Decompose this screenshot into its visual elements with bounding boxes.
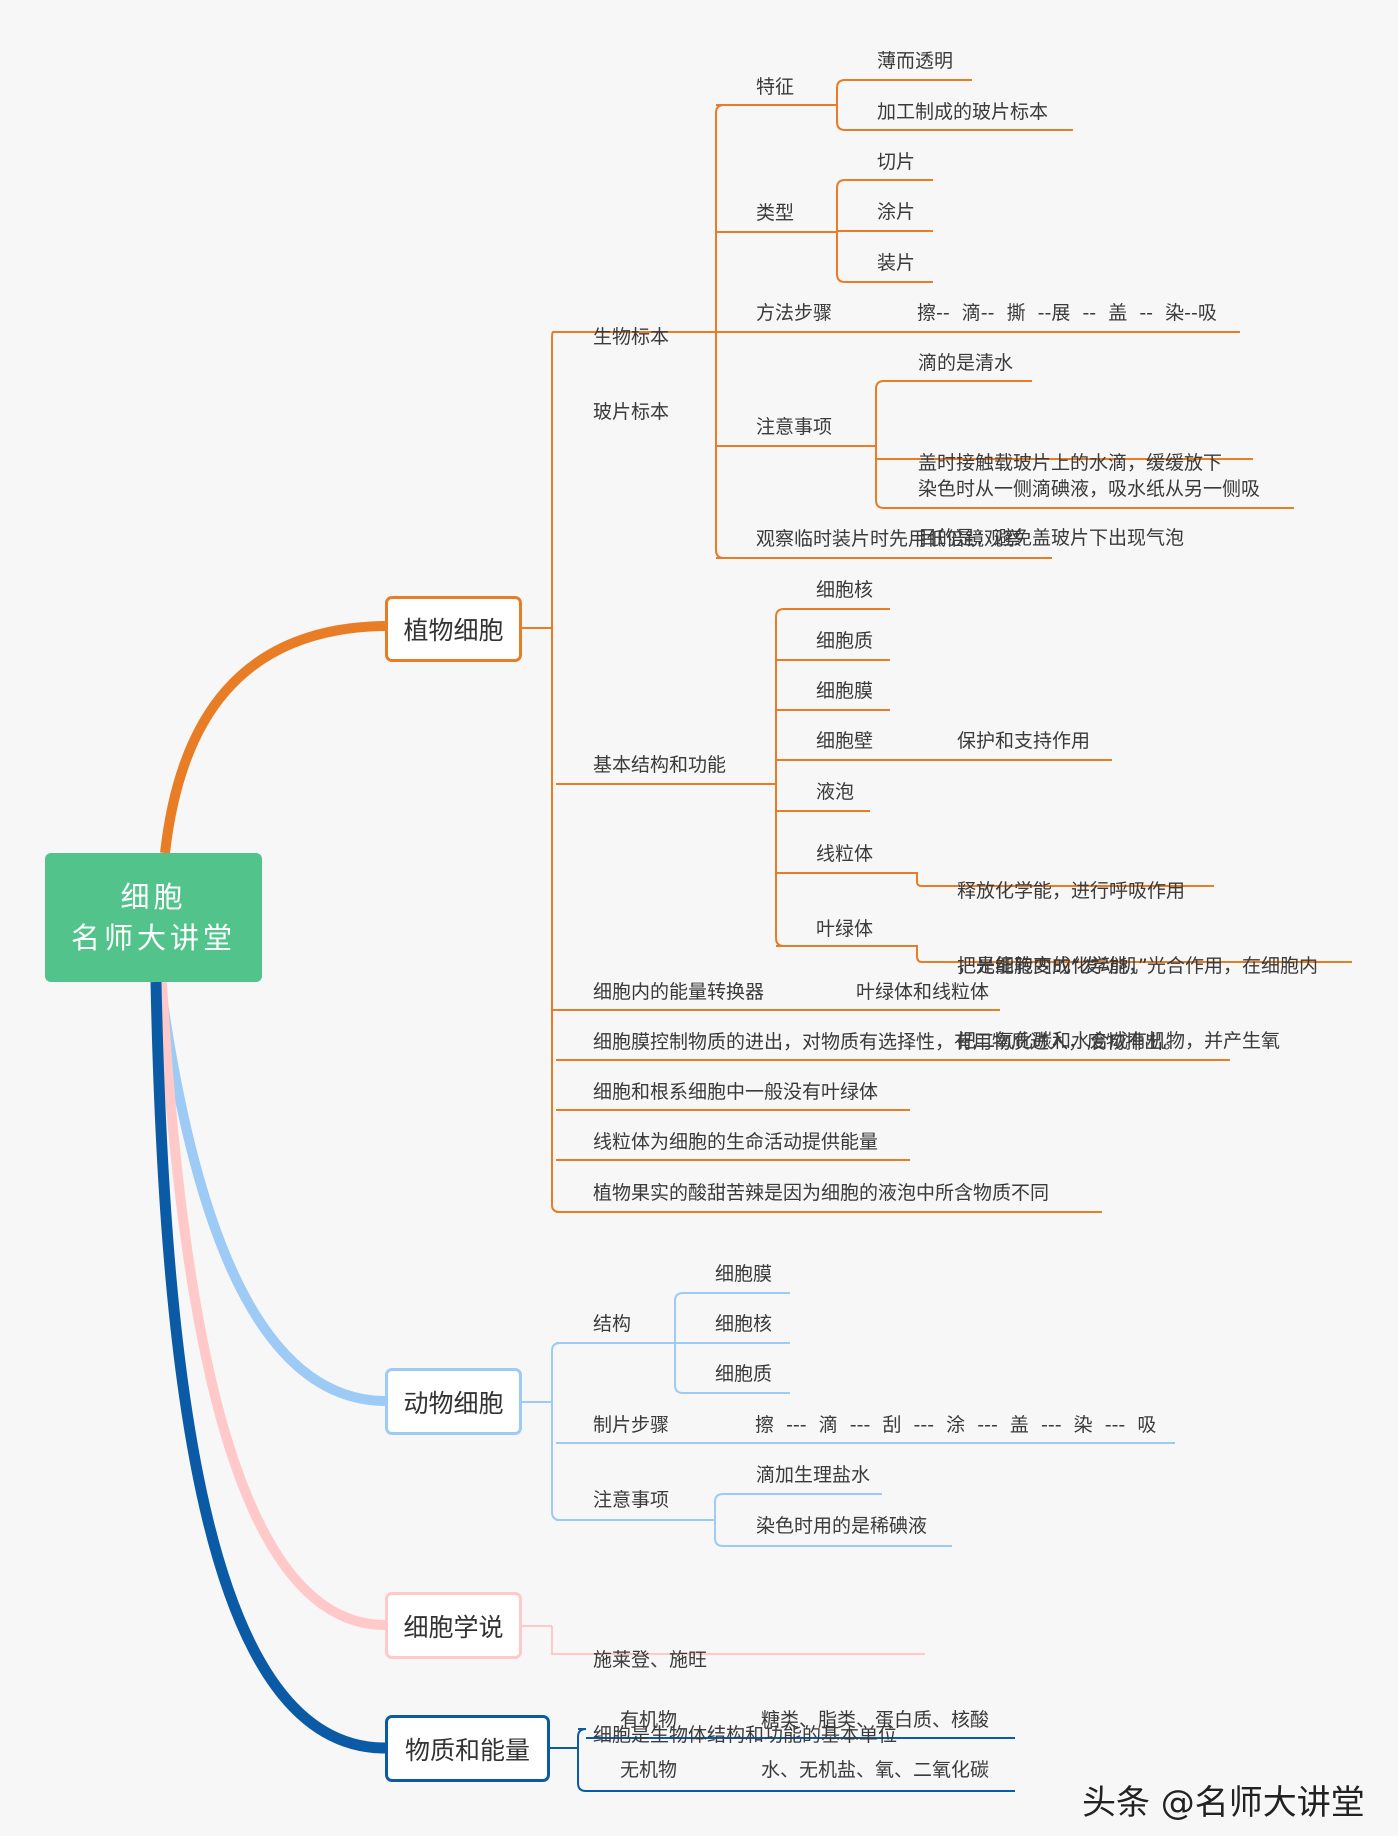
leaf-note-cover[interactable]: 盖时接触载玻片上的水滴，缓缓放下 目的是：避免盖玻片下出现气泡 xyxy=(918,401,1222,576)
mitochondria-desc-line2: ，是细胞内的“发动机” xyxy=(957,955,1148,977)
leaf-type-mount[interactable]: 装片 xyxy=(877,252,916,274)
leaf-structure-cytoplasm[interactable]: 细胞质 xyxy=(816,630,874,652)
matter-inorganic-value[interactable]: 水、无机盐、氧、二氧化碳 xyxy=(761,1759,990,1781)
topic-matter-energy-label: 物质和能量 xyxy=(404,1735,530,1765)
leaf-structure-chloroplast-desc[interactable]: 把光能转变成化学能，光合作用，在细胞内 把二氧化碳和水合成有机物，并产生氧 xyxy=(957,904,1318,1079)
subtopic-structure[interactable]: 基本结构和功能 xyxy=(593,754,727,776)
fact-fruit-taste[interactable]: 植物果实的酸甜苦辣是因为细胞的液泡中所含物质不同 xyxy=(593,1182,1050,1204)
subtopic-energy-converter[interactable]: 细胞内的能量转换器 xyxy=(593,981,765,1003)
chloroplast-desc-line2: 把二氧化碳和水合成有机物，并产生氧 xyxy=(957,1030,1281,1052)
leaf-type-section[interactable]: 切片 xyxy=(877,151,916,173)
topic-plant-cell-label: 植物细胞 xyxy=(403,616,504,645)
leaf-structure-mitochondria[interactable]: 线粒体 xyxy=(816,843,874,865)
subtopic-specimen[interactable]: 生物标本 玻片标本 xyxy=(593,275,669,450)
subtopic-features[interactable]: 特征 xyxy=(756,76,795,98)
watermark: 头条 @名师大讲堂 xyxy=(1082,1783,1365,1823)
topic-plant-cell[interactable]: 植物细胞 xyxy=(385,596,522,662)
central-topic-subtitle: 名师大讲堂 xyxy=(70,920,236,955)
subtopic-observe[interactable]: 观察临时装片时先用低倍镜观察 xyxy=(756,528,1023,550)
subtopic-types[interactable]: 类型 xyxy=(756,202,795,224)
matter-subtopic-inorganic[interactable]: 无机物 xyxy=(620,1759,678,1781)
branch-curve-plant xyxy=(160,621,386,854)
animal-subtopic-steps[interactable]: 制片步骤 xyxy=(593,1414,670,1436)
leaf-type-smear[interactable]: 涂片 xyxy=(877,201,916,223)
animal-leaf-membrane[interactable]: 细胞膜 xyxy=(715,1263,773,1285)
branch-curve-animal xyxy=(155,981,386,1406)
central-topic[interactable]: 细胞 名师大讲堂 xyxy=(45,853,262,982)
fact-mitochondria-energy[interactable]: 线粒体为细胞的生命活动提供能量 xyxy=(593,1131,879,1153)
leaf-structure-membrane[interactable]: 细胞膜 xyxy=(816,680,874,702)
topic-animal-cell[interactable]: 动物细胞 xyxy=(385,1368,522,1435)
chloroplast-desc-line1: 把光能转变成化学能，光合作用，在细胞内 xyxy=(957,955,1319,977)
branch-curve-theory xyxy=(157,981,386,1630)
leaf-note-water[interactable]: 滴的是清水 xyxy=(918,352,1014,374)
subtopic-specimen-line1: 生物标本 xyxy=(593,326,670,348)
theory-statement: 细胞是生物体结构和功能的基本单位 xyxy=(593,1724,898,1746)
theory-content[interactable]: 施莱登、施旺 细胞是生物体结构和功能的基本单位 xyxy=(593,1598,897,1773)
mitochondria-desc-line1: 释放化学能，进行呼吸作用 xyxy=(957,880,1186,902)
matter-subtopic-organic[interactable]: 有机物 xyxy=(620,1709,678,1731)
leaf-structure-mitochondria-desc[interactable]: 释放化学能，进行呼吸作用 ，是细胞内的“发动机” xyxy=(957,829,1185,1004)
leaf-structure-vacuole[interactable]: 液泡 xyxy=(816,781,855,803)
animal-leaf-cytoplasm[interactable]: 细胞质 xyxy=(715,1363,773,1385)
leaf-note-stain[interactable]: 染色时从一侧滴碘液，吸水纸从另一侧吸 xyxy=(918,478,1261,500)
leaf-feature-processed-slide[interactable]: 加工制成的玻片标本 xyxy=(877,101,1049,123)
subtopic-notes[interactable]: 注意事项 xyxy=(756,416,833,438)
leaf-note-cover-line2: 目的是：避免盖玻片下出现气泡 xyxy=(918,527,1185,549)
energy-converter-value[interactable]: 叶绿体和线粒体 xyxy=(856,981,990,1003)
branch-curve-matter xyxy=(150,981,386,1754)
central-topic-title: 细胞 xyxy=(120,879,187,914)
leaf-feature-thin-transparent[interactable]: 薄而透明 xyxy=(877,50,954,72)
topic-matter-energy[interactable]: 物质和能量 xyxy=(385,1715,550,1782)
leaf-structure-chloroplast[interactable]: 叶绿体 xyxy=(816,918,874,940)
leaf-note-cover-line1: 盖时接触载玻片上的水滴，缓缓放下 xyxy=(918,452,1223,474)
animal-note-iodine[interactable]: 染色时用的是稀碘液 xyxy=(756,1515,928,1537)
animal-leaf-nucleus[interactable]: 细胞核 xyxy=(715,1313,773,1335)
animal-note-saline[interactable]: 滴加生理盐水 xyxy=(756,1464,871,1486)
fact-no-chloroplast[interactable]: 细胞和根系细胞中一般没有叶绿体 xyxy=(593,1081,879,1103)
animal-subtopic-notes[interactable]: 注意事项 xyxy=(593,1489,670,1511)
subtopic-method[interactable]: 方法步骤 xyxy=(756,302,833,324)
leaf-structure-nucleus[interactable]: 细胞核 xyxy=(816,579,874,601)
topic-cell-theory-label: 细胞学说 xyxy=(403,1612,504,1642)
matter-organic-value[interactable]: 糖类、脂类、蛋白质、核酸 xyxy=(761,1709,990,1731)
method-steps[interactable]: 擦-- 滴-- 撕 --展 -- 盖 -- 染--吸 xyxy=(917,302,1217,324)
leaf-structure-wall[interactable]: 细胞壁 xyxy=(816,730,874,752)
animal-steps-value[interactable]: 擦 --- 滴 --- 刮 --- 涂 --- 盖 --- 染 --- 吸 xyxy=(755,1414,1157,1436)
subtopic-specimen-line2: 玻片标本 xyxy=(593,401,670,423)
theory-scientists: 施莱登、施旺 xyxy=(593,1649,708,1671)
leaf-structure-wall-desc[interactable]: 保护和支持作用 xyxy=(957,730,1091,752)
topic-animal-cell-label: 动物细胞 xyxy=(403,1388,504,1418)
fact-membrane-control[interactable]: 细胞膜控制物质的进出，对物质有选择性，有用物质进入，废物排出。 xyxy=(593,1031,1183,1053)
animal-subtopic-structure[interactable]: 结构 xyxy=(593,1313,632,1335)
topic-cell-theory[interactable]: 细胞学说 xyxy=(385,1592,522,1659)
